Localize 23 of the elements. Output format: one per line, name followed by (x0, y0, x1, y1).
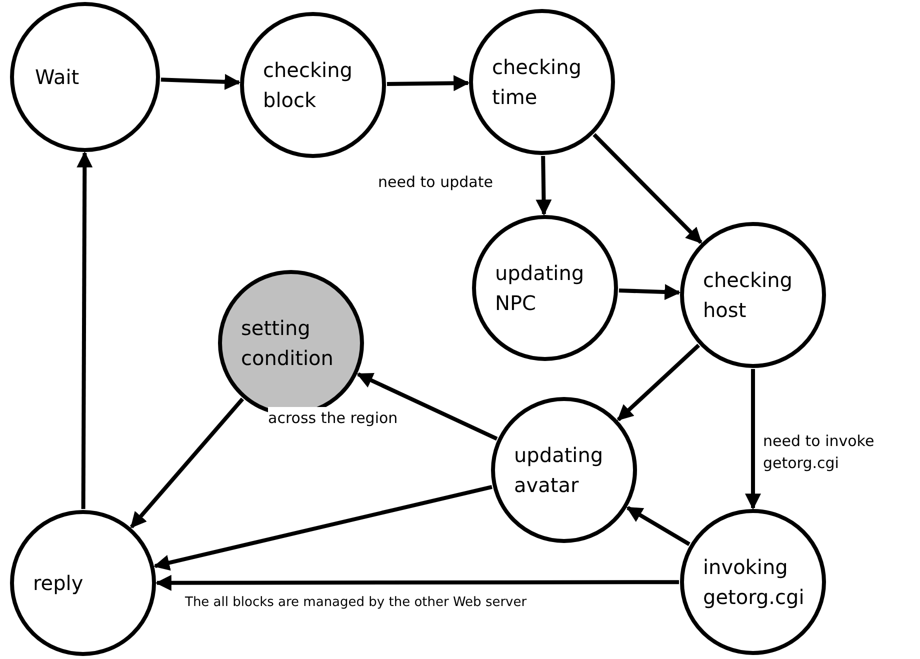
arrow (536, 156, 552, 216)
state-label: updating avatar (514, 442, 604, 499)
state-label: Wait (35, 64, 80, 91)
state-label: checking block (263, 57, 354, 114)
state-label: updating NPC (495, 260, 586, 317)
state-label: checking time (492, 54, 582, 111)
arrow (160, 74, 241, 90)
arrow (155, 574, 679, 591)
arrow (745, 369, 761, 510)
arrow (592, 133, 702, 244)
state-label: setting condition (241, 315, 334, 372)
arrow (626, 506, 690, 546)
arrow (618, 284, 681, 300)
arrow (153, 484, 492, 571)
state-label: checking host (703, 267, 794, 324)
arrow (616, 344, 700, 422)
state-label: invoking getorg.cgi (703, 554, 803, 611)
arrow (130, 398, 244, 528)
arrow (76, 151, 93, 509)
state-label: reply (33, 570, 84, 597)
arrow (386, 75, 470, 92)
arrow (356, 372, 498, 441)
edge-label: across the region (268, 407, 398, 429)
